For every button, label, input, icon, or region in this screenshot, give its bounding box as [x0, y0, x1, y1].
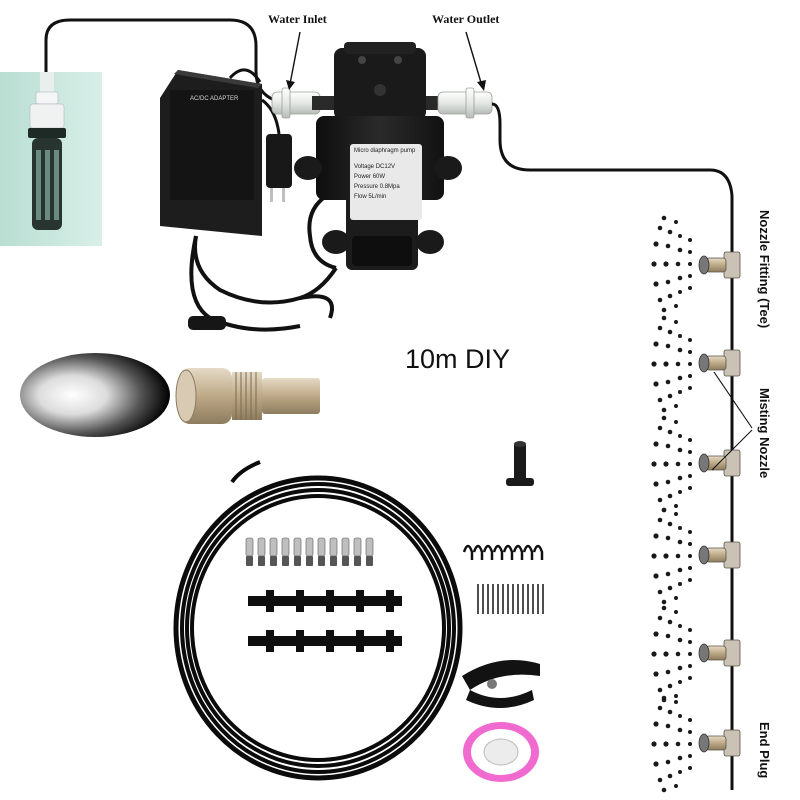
power-adapter-icon [160, 68, 338, 332]
misting-nozzle-label: Misting Nozzle [757, 388, 772, 479]
misting-callout-1 [713, 371, 753, 429]
pump-spec-value: DC12V [375, 164, 396, 170]
misting-nozzle-icon [175, 368, 320, 424]
inlet-arrow [289, 31, 301, 85]
mist-spray [20, 353, 170, 437]
nozzle-fitting-label: Nozzle Fitting (Tee) [757, 210, 772, 329]
pump-spec-name: Flow [354, 194, 367, 200]
pump-spec-row: Flow 5L/min [354, 194, 386, 200]
water-outlet-label: Water Outlet [432, 12, 500, 26]
tube-clips [462, 544, 544, 560]
seal-tape-icon [463, 722, 539, 782]
pump-spec-value: 0.8Mpa [379, 184, 400, 190]
tube-cutter-icon [462, 660, 540, 708]
mist-patterns [651, 215, 692, 793]
outlet-arrow [465, 31, 483, 87]
pump-spec-row: Pressure 0.8Mpa [354, 184, 400, 190]
pump-spec-row: Power 60W [354, 174, 385, 180]
connector-row [245, 537, 374, 566]
diaphragm-pump-icon [294, 42, 462, 270]
pump-spec-row: Voltage DC12V [354, 164, 395, 170]
misting-callout-2 [711, 429, 753, 471]
outlet-tube [491, 102, 734, 790]
pump-spec-value: 5L/min [368, 194, 387, 200]
pump-spec-name: Power [354, 174, 372, 180]
tubing-coil-icon [173, 460, 463, 781]
end-plug-label: End Plug [757, 722, 772, 779]
nozzle-units [698, 251, 741, 757]
water-inlet-label: Water Inlet [268, 12, 327, 26]
outlet-fitting [426, 87, 493, 119]
adapter-label: AC/DC ADAPTER [190, 96, 239, 102]
title-label: 10m DIY [405, 344, 511, 374]
pump-spec-name: Voltage [354, 164, 375, 170]
pump-spec-value: 60W [372, 174, 386, 180]
inlet-fitting [271, 87, 334, 119]
water-filter-icon [0, 72, 102, 246]
tee-fittings [248, 590, 402, 652]
stakes [477, 584, 544, 614]
pump-spec-name: Pressure [354, 184, 379, 190]
end-plug-piece [506, 441, 534, 486]
pump-label: Micro diaphragm pump [354, 148, 416, 154]
